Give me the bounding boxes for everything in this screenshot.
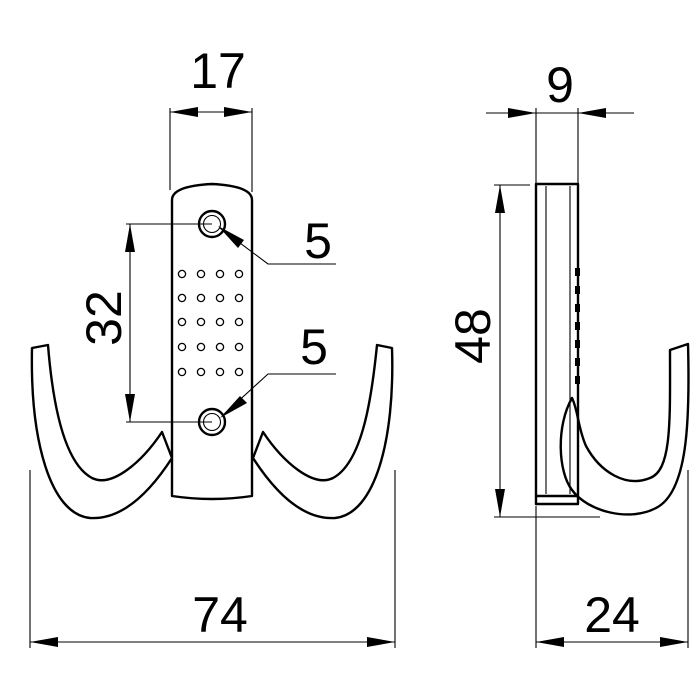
dimension-thickness: 9 — [486, 57, 634, 184]
texture-dot — [234, 269, 244, 279]
texture-dot — [177, 317, 187, 327]
texture-dot — [234, 293, 244, 303]
texture-dot — [234, 367, 244, 377]
side-texture-dot — [575, 340, 580, 348]
dimension-hole-spacing-label: 32 — [76, 290, 132, 346]
side-dot-profile — [575, 268, 580, 384]
dimension-hole-top: 5 — [218, 213, 336, 269]
texture-dot — [215, 367, 225, 377]
dimension-hole-spacing: 32 — [76, 223, 212, 423]
texture-dot — [196, 367, 206, 377]
dimension-height: 48 — [445, 184, 600, 518]
texture-dot — [196, 269, 206, 279]
side-texture-dot — [575, 358, 580, 366]
texture-dot — [177, 367, 187, 377]
dimension-depth-label: 24 — [584, 587, 640, 643]
dimension-height-label: 48 — [445, 308, 501, 364]
texture-dot — [215, 317, 225, 327]
texture-dot — [196, 342, 206, 352]
dimension-width: 17 — [169, 43, 253, 192]
texture-dot — [177, 269, 187, 279]
texture-dot — [177, 342, 187, 352]
front-view: 17 5 5 32 74 — [29, 43, 396, 648]
base-plate — [170, 182, 254, 501]
dimension-width-label: 17 — [190, 43, 246, 99]
texture-dot — [215, 293, 225, 303]
left-hook — [30, 343, 174, 520]
dimension-depth: 24 — [535, 470, 689, 648]
dimension-overall-width-label: 74 — [192, 587, 248, 643]
dimension-thickness-label: 9 — [546, 57, 574, 113]
side-back-plate — [534, 182, 580, 506]
texture-dot — [234, 317, 244, 327]
side-view: 9 48 24 — [445, 57, 690, 648]
side-texture-dot — [575, 286, 580, 294]
dimension-hole-top-label: 5 — [304, 213, 332, 269]
dot-texture — [177, 269, 244, 377]
side-texture-dot — [575, 322, 580, 330]
dimension-hole-bottom: 5 — [220, 319, 336, 418]
side-hook — [559, 342, 690, 516]
dimension-overall-width: 74 — [29, 470, 396, 648]
dimension-hole-bottom-label: 5 — [300, 319, 328, 375]
texture-dot — [215, 342, 225, 352]
texture-dot — [177, 293, 187, 303]
side-texture-dot — [575, 304, 580, 312]
texture-dot — [196, 293, 206, 303]
texture-dot — [196, 317, 206, 327]
side-texture-dot — [575, 268, 580, 276]
side-texture-dot — [575, 376, 580, 384]
texture-dot — [215, 269, 225, 279]
texture-dot — [234, 342, 244, 352]
